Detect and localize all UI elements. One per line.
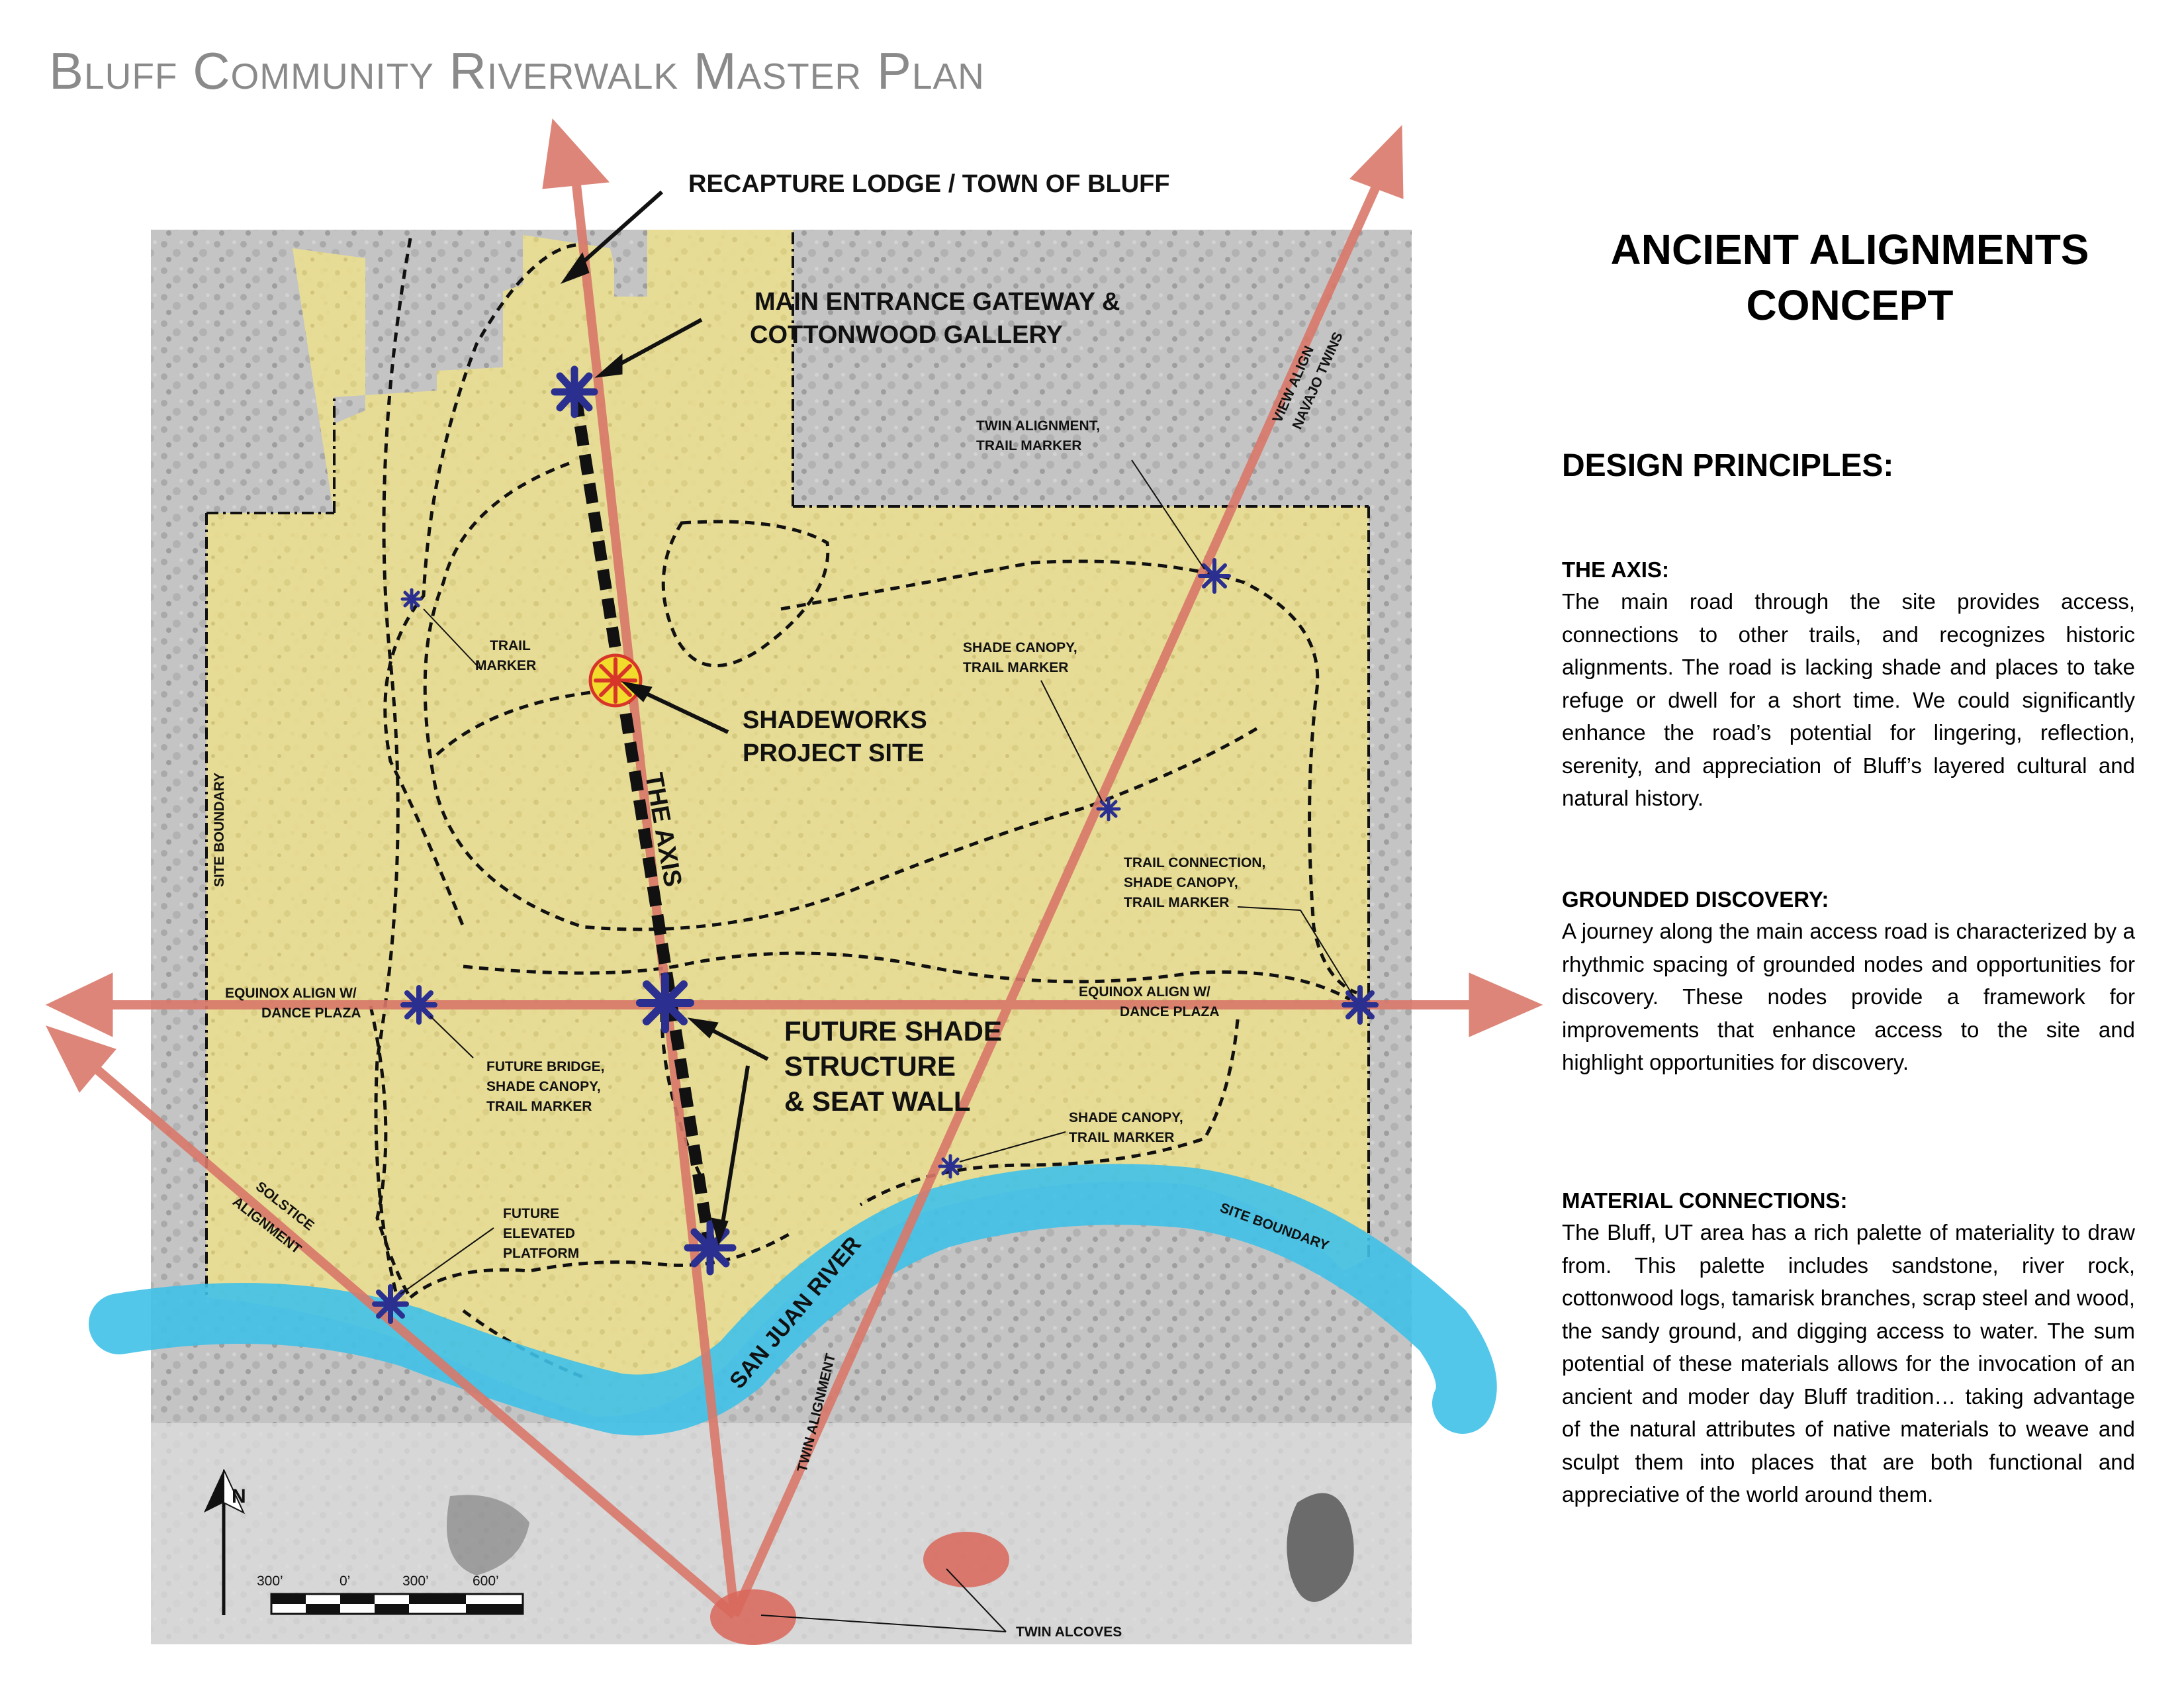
section-heading: GROUNDED DISCOVERY: [1562, 887, 1829, 912]
label-future-shade-3: & SEAT WALL [784, 1086, 971, 1117]
label-trail-connection-1: TRAIL CONNECTION, [1124, 855, 1265, 870]
node-future-shade [684, 1220, 737, 1276]
label-future-shade-2: STRUCTURE [784, 1051, 956, 1082]
scale-bar: 300’ 0’ 300’ 600’ [257, 1573, 524, 1615]
section-body: The main road through the site provides … [1562, 589, 2135, 810]
label-trail-connection-3: TRAIL MARKER [1124, 895, 1229, 910]
label-equinox-left-2: DANCE PLAZA [261, 1006, 361, 1021]
section-grounded-discovery: GROUNDED DISCOVERY: A journey along the … [1562, 887, 2135, 1079]
label-main-entrance-1: MAIN ENTRANCE GATEWAY & [754, 288, 1120, 316]
label-equinox-right-1: EQUINOX ALIGN W/ [1079, 984, 1210, 1000]
scale-label-2: 300’ [402, 1573, 429, 1589]
label-shade-canopy-2a: SHADE CANOPY, [1069, 1110, 1183, 1125]
scale-label-0: 300’ [257, 1573, 283, 1589]
label-shadeworks-2: PROJECT SITE [743, 739, 925, 767]
label-recapture-lodge: RECAPTURE LODGE / TOWN OF BLUFF [688, 170, 1170, 198]
label-trail-connection-2: SHADE CANOPY, [1124, 875, 1238, 890]
section-body: The Bluff, UT area has a rich palette of… [1562, 1220, 2135, 1507]
site-area [206, 230, 1369, 1417]
node-main-entrance [551, 365, 598, 418]
scale-label-1: 0’ [340, 1573, 350, 1589]
label-twin-alcoves: TWIN ALCOVES [1016, 1624, 1122, 1640]
section-body: A journey along the main access road is … [1562, 919, 2135, 1074]
label-shade-canopy-2b: TRAIL MARKER [1069, 1130, 1174, 1145]
node-equinox-right [1342, 985, 1379, 1025]
label-equinox-right-2: DANCE PLAZA [1120, 1004, 1220, 1019]
node-markers [372, 365, 1379, 1324]
label-future-elevated-3: PLATFORM [503, 1246, 579, 1261]
label-shadeworks-1: SHADEWORKS [743, 706, 927, 734]
node-elevated-platform [372, 1284, 409, 1324]
north-arrow-icon: N [204, 1469, 246, 1615]
callout-arrows [400, 190, 1354, 1632]
scale-label-3: 600’ [473, 1573, 499, 1589]
section-heading: MATERIAL CONNECTIONS: [1562, 1188, 1848, 1213]
label-future-elevated-1: FUTURE [503, 1206, 559, 1221]
label-shade-canopy-1b: TRAIL MARKER [963, 660, 1068, 675]
section-material-connections: MATERIAL CONNECTIONS: The Bluff, UT area… [1562, 1188, 2135, 1511]
node-twin-alignment [1198, 558, 1231, 594]
design-principles-heading: DESIGN PRINCIPLES: [1562, 448, 1894, 483]
twin-alcove-2 [923, 1532, 1009, 1587]
concept-title: ANCIENT ALIGNMENTS CONCEPT [1610, 226, 2089, 329]
label-future-bridge-3: TRAIL MARKER [486, 1099, 592, 1114]
label-future-elevated-2: ELEVATED [503, 1226, 575, 1241]
node-shade-canopy-2 [938, 1154, 963, 1179]
twin-alcove-1 [710, 1589, 796, 1645]
label-future-bridge-2: SHADE CANOPY, [486, 1079, 601, 1094]
label-shade-canopy-1a: SHADE CANOPY, [963, 640, 1077, 655]
section-the-axis: THE AXIS: The main road through the site… [1562, 557, 2135, 815]
label-twin-alignment-marker-1: TWIN ALIGNMENT, [976, 418, 1100, 434]
label-trail-marker-1: TRAIL [490, 638, 531, 653]
section-heading: THE AXIS: [1562, 557, 1669, 582]
alcove-shadow [1287, 1493, 1354, 1602]
label-site-boundary-left: SITE BOUNDARY [212, 773, 227, 887]
node-dance-plaza [636, 972, 694, 1033]
node-equinox-left [400, 985, 437, 1025]
label-future-shade-1: FUTURE SHADE [784, 1015, 1002, 1047]
shadeworks-star-icon [588, 653, 643, 708]
north-label: N [232, 1485, 246, 1507]
label-equinox-left-1: EQUINOX ALIGN W/ [225, 986, 357, 1001]
page-title: Bluff Community Riverwalk Master Plan [49, 42, 985, 100]
label-main-entrance-2: COTTONWOOD GALLERY [750, 321, 1063, 349]
label-future-bridge-1: FUTURE BRIDGE, [486, 1059, 605, 1074]
node-shade-canopy-1 [1096, 796, 1121, 821]
label-trail-marker-2: MARKER [475, 658, 536, 673]
label-twin-alignment-marker-2: TRAIL MARKER [976, 438, 1081, 453]
node-trail-marker [400, 588, 423, 610]
